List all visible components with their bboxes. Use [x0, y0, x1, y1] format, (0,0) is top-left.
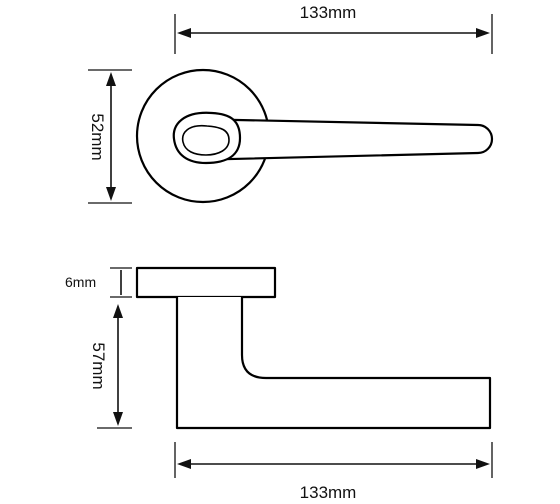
side-view [135, 266, 492, 430]
dimension-top-width [174, 14, 493, 54]
label-top-width: 133mm [300, 3, 357, 22]
label-rose-diameter: 52mm [88, 113, 107, 160]
lever-hub-inner-outline [181, 124, 230, 156]
top-view [135, 68, 494, 204]
lever-profile-side-view [175, 297, 492, 430]
lever-bar-top-view [188, 117, 494, 162]
label-lever-height: 57mm [89, 342, 108, 389]
label-bottom-width: 133mm [300, 483, 357, 502]
rose-plate-side-view [135, 266, 277, 299]
label-rose-thickness: 6mm [65, 274, 96, 290]
dimension-rose-thickness [110, 267, 132, 298]
dimension-rose-diameter [88, 69, 132, 204]
dimension-bottom-width [174, 442, 493, 478]
dimension-lever-height [97, 304, 132, 429]
